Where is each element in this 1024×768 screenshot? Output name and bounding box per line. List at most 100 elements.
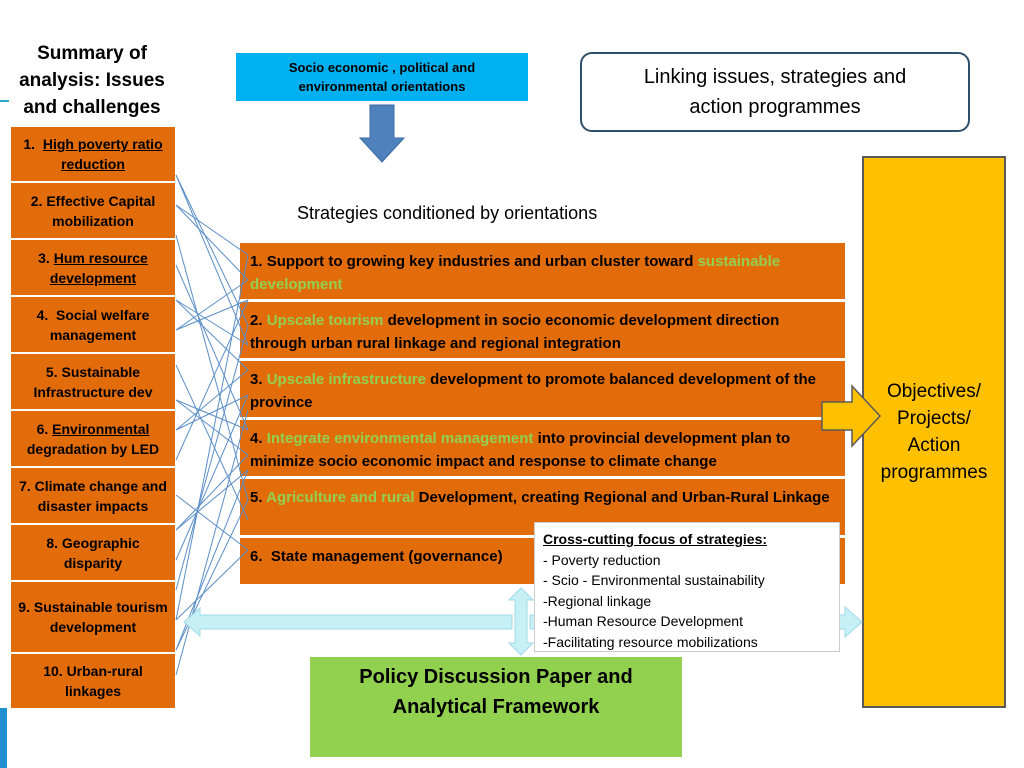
strategy-item: 3. Upscale infrastructure development to… (240, 361, 845, 420)
issue-item: 9. Sustainable tourism development (10, 581, 176, 653)
cross-cutting-title: Cross-cutting focus of strategies: (543, 531, 768, 547)
page-title-line: and challenges (23, 97, 161, 118)
strategy-highlight: Upscale tourism (266, 312, 384, 329)
strategy-item: 2. Upscale tourism development in socio … (240, 302, 845, 361)
issue-number: 7. (19, 477, 31, 494)
strategy-number: 4. (250, 430, 263, 447)
connector-line (175, 399, 249, 456)
issue-item: 3. Hum resource development (10, 239, 176, 296)
strategy-text: Development, creating Regional and Urban… (418, 489, 830, 506)
policy-box: Policy Discussion Paper and Analytical F… (310, 657, 682, 757)
issue-text: Sustainable Infrastructure dev (33, 363, 153, 400)
cross-cutting-item: -Facilitating resource mobilizations (543, 633, 758, 650)
issue-item: 2. Effective Capital mobilization (10, 182, 176, 239)
strategy-highlight: Integrate environmental management (266, 430, 534, 447)
issue-number: 1. (23, 136, 36, 152)
issue-text: Geographic disparity (61, 534, 140, 571)
issue-text: Social welfare management (49, 306, 150, 343)
linking-box: Linking issues, strategies and action pr… (580, 52, 970, 132)
page-title: Summary of analysis: Issues and challeng… (8, 40, 176, 121)
orientation-line: Socio economic , political and (288, 60, 476, 75)
strategy-item: 4. Integrate environmental management in… (240, 420, 845, 479)
connector-line (175, 264, 249, 431)
connector-line (175, 399, 249, 431)
issue-item: 1. High poverty ratio reduction (10, 126, 176, 182)
issue-number: 4. (36, 306, 49, 323)
strategy-text: State management (governance) (270, 548, 503, 565)
connector-line (175, 549, 249, 621)
page-title-line: analysis: Issues (19, 70, 165, 91)
connector-line (175, 299, 249, 331)
issue-item: 4. Social welfare management (10, 296, 176, 353)
issue-text: degradation by LED (26, 440, 160, 457)
strategy-number: 6. (250, 548, 263, 565)
issue-strategy-links (175, 174, 249, 676)
issue-text: Effective Capital mobilization (46, 192, 156, 229)
strategies-heading: Strategies conditioned by orientations (297, 203, 598, 223)
strategy-text: development in socio economic developmen… (250, 312, 780, 352)
strategy-number: 5. (250, 489, 263, 506)
connector-line (175, 254, 249, 621)
connector-line (175, 454, 249, 531)
issue-text: Hum resource development (49, 249, 148, 286)
connector-line (175, 174, 249, 326)
issue-number: 5. (45, 363, 58, 380)
issue-item: 8. Geographic disparity (10, 524, 176, 581)
objectives-line: Action (907, 435, 961, 456)
right-arrow-icon (821, 384, 882, 448)
horizontal-double-arrow-icon (183, 606, 513, 638)
cross-cutting-box: Cross-cutting focus of strategies: - Pov… (534, 522, 840, 652)
page-title-line: Summary of (37, 43, 147, 64)
issue-text: High poverty ratio reduction (42, 136, 163, 172)
issue-number: 10. (43, 663, 63, 679)
strategy-text: into provincial development plan to mini… (250, 430, 791, 470)
cross-cutting-item: - Scio - Environmental sustainability (543, 572, 765, 588)
strategy-number: 2. (250, 312, 263, 329)
orientation-box: Socio economic , political and environme… (236, 53, 528, 101)
connector-line (175, 174, 249, 346)
strategy-text: development to promote balanced developm… (250, 371, 816, 411)
connector-line (175, 394, 249, 431)
strategy-text: Support to growing key industries and ur… (266, 253, 694, 270)
connector-line (175, 494, 249, 551)
connector-line (175, 234, 249, 501)
issue-item: 7. Climate change and disaster impacts (10, 467, 176, 524)
connector-line (175, 299, 249, 346)
connector-line (175, 204, 249, 281)
strategy-highlight: Upscale infrastructure (266, 371, 426, 388)
linking-line: action programmes (689, 96, 861, 118)
strategy-number: 1. (250, 253, 263, 270)
vertical-double-arrow-icon (507, 587, 535, 656)
linking-line: Linking issues, strategies and (643, 66, 907, 88)
cross-cutting-item: -Human Resource Development (543, 613, 743, 629)
connector-line (175, 324, 249, 591)
strategy-highlight: Agriculture and rural (266, 489, 415, 506)
strategy-item: 1. Support to growing key industries and… (240, 243, 845, 302)
issue-item: 10. Urban-rural linkages (10, 653, 176, 709)
issue-number: 8. (46, 534, 58, 551)
issue-text: Climate change and disaster impacts (34, 477, 167, 514)
connector-line (175, 409, 249, 676)
connector-line (175, 279, 249, 331)
connector-line (175, 299, 249, 371)
connector-line (175, 299, 249, 461)
issue-item: 6. Environmental degradation by LED (10, 410, 176, 467)
accent-bar (0, 100, 9, 102)
strategy-number: 3. (250, 371, 263, 388)
cross-cutting-item: -Regional linkage (543, 592, 652, 609)
accent-bar (0, 708, 7, 768)
policy-line: Policy Discussion Paper and (359, 666, 633, 688)
cross-cutting-item: - Poverty reduction (543, 551, 661, 568)
connector-line (175, 369, 249, 431)
issue-text: Environmental (52, 420, 150, 437)
issue-number: 6. (36, 420, 49, 437)
policy-line: Analytical Framework (392, 696, 600, 718)
connector-line (175, 394, 249, 561)
strategy-highlight: sustainable development (250, 253, 781, 293)
issue-item: 5. Sustainable Infrastructure dev (10, 353, 176, 410)
objectives-line: programmes (880, 462, 988, 483)
objectives-line: Projects/ (897, 408, 971, 429)
connector-line (175, 364, 249, 521)
issue-text: Urban-rural linkages (64, 663, 143, 699)
